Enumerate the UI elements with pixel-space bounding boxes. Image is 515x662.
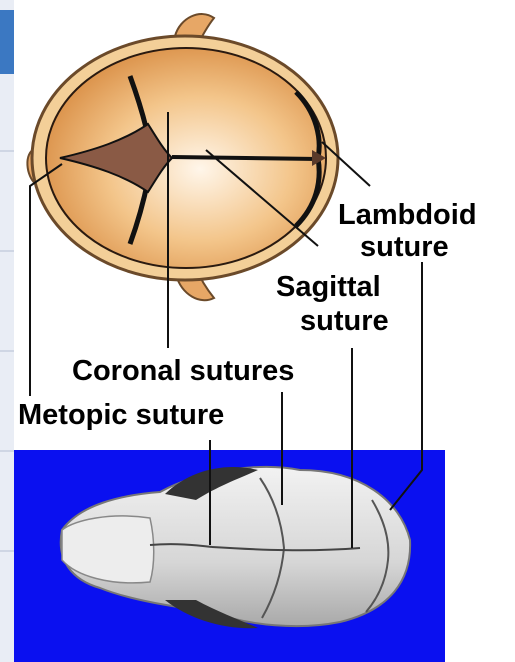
- infant-skull: [27, 14, 338, 300]
- label-lambdoid-line1: Lambdoid: [338, 200, 477, 230]
- label-lambdoid-line2: suture: [360, 232, 449, 262]
- label-coronal: Coronal sutures: [72, 356, 294, 386]
- label-sagittal-line2: suture: [300, 306, 389, 336]
- sagittal-suture: [172, 157, 318, 159]
- label-metopic: Metopic suture: [18, 400, 224, 430]
- label-sagittal-line1: Sagittal: [276, 272, 381, 302]
